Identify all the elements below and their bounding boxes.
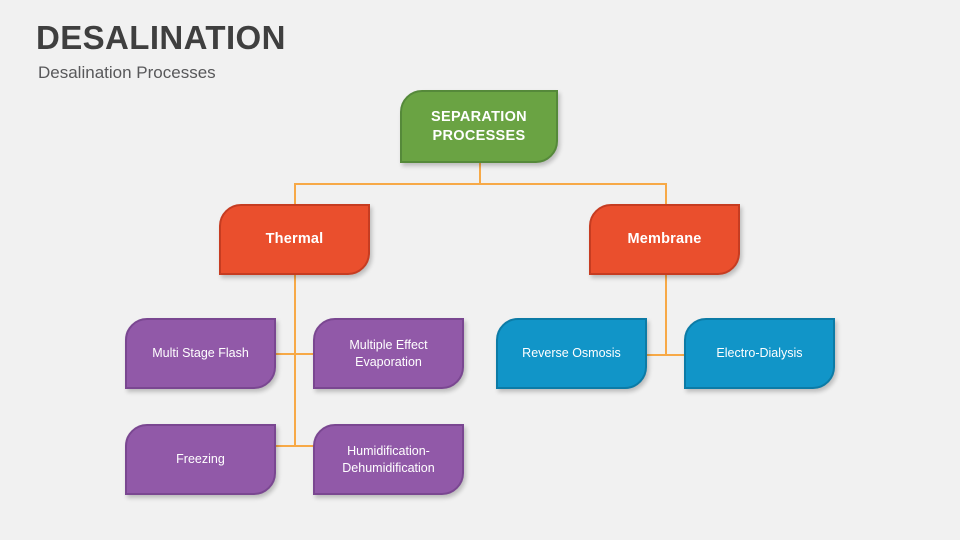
node-thermal[interactable]: Thermal xyxy=(219,204,370,275)
node-reverse-osmosis[interactable]: Reverse Osmosis xyxy=(496,318,647,389)
connector-branch-bus xyxy=(294,183,666,185)
node-electro-dialysis[interactable]: Electro-Dialysis xyxy=(684,318,835,389)
node-separation-processes[interactable]: SEPARATION PROCESSES xyxy=(400,90,558,163)
page-subtitle: Desalination Processes xyxy=(38,63,216,82)
node-multi-stage-flash[interactable]: Multi Stage Flash xyxy=(125,318,276,389)
connector-thermal-row2 xyxy=(276,445,316,447)
connector-root-down xyxy=(479,163,481,184)
node-label: Reverse Osmosis xyxy=(522,346,621,360)
node-multiple-effect-evaporation[interactable]: Multiple Effect Evaporation xyxy=(313,318,464,389)
page-title: DESALINATION xyxy=(36,19,286,56)
node-label: SEPARATION PROCESSES xyxy=(431,108,527,144)
node-membrane[interactable]: Membrane xyxy=(589,204,740,275)
node-label: Multi Stage Flash xyxy=(152,346,249,360)
connector-thermal-spine xyxy=(294,274,296,446)
node-label: Membrane xyxy=(627,231,702,247)
node-label: Electro-Dialysis xyxy=(716,346,803,360)
connector-membrane-row1 xyxy=(645,354,687,356)
node-label: Humidification-Dehumidification xyxy=(342,443,435,475)
node-label: Thermal xyxy=(265,231,324,247)
node-label: Multiple Effect Evaporation xyxy=(349,337,428,369)
connector-membrane-spine xyxy=(665,274,667,355)
connector-to-membrane xyxy=(665,183,667,205)
node-label: Freezing xyxy=(176,452,225,466)
node-humidification-dehumidification[interactable]: Humidification-Dehumidification xyxy=(313,424,464,495)
node-freezing[interactable]: Freezing xyxy=(125,424,276,495)
connector-to-thermal xyxy=(294,183,296,205)
connector-thermal-row1 xyxy=(276,353,316,355)
